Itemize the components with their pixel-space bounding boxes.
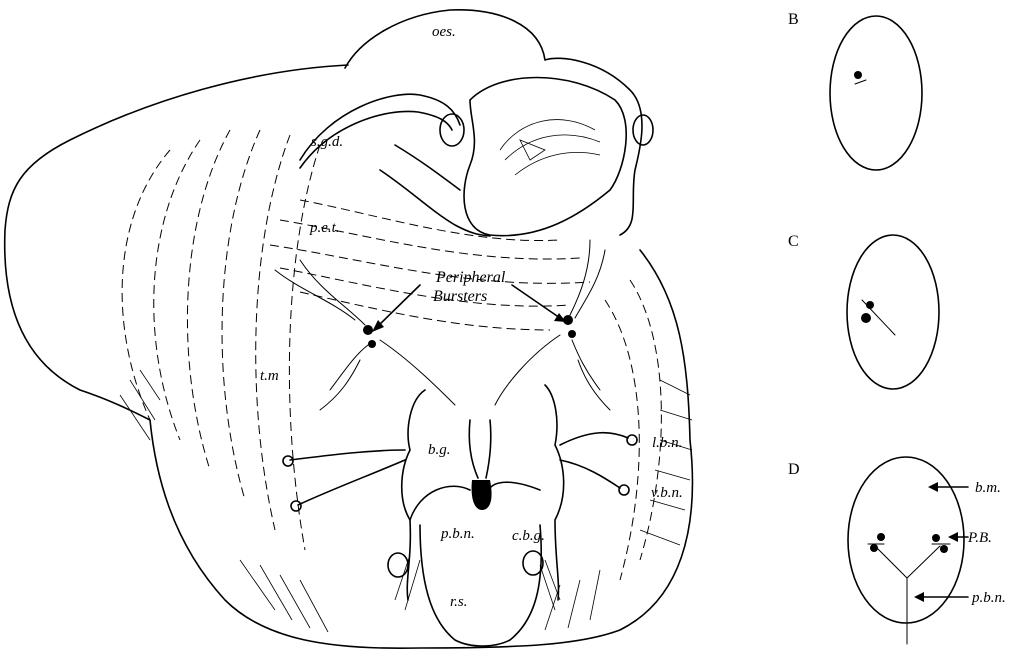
panel-d-label-bm: b.m. bbox=[975, 480, 1001, 496]
right-knob bbox=[633, 115, 653, 145]
label-oes: oes. bbox=[432, 24, 456, 40]
label-pet: p.e.t. bbox=[309, 220, 340, 236]
panel-b-burster bbox=[854, 71, 862, 79]
panel-d-letter: D bbox=[788, 461, 800, 478]
label-bursters-word: Bursters bbox=[433, 288, 487, 305]
panel-c: C bbox=[788, 233, 939, 389]
panel-c-ellipse bbox=[847, 235, 939, 389]
panel-d-label-pbn: p.b.n. bbox=[971, 590, 1006, 606]
label-peripheral-word: Peripheral bbox=[435, 269, 506, 286]
label-tm: t.m bbox=[260, 368, 279, 384]
panel-b-ellipse bbox=[830, 16, 922, 170]
lateral-buccal-nerve bbox=[560, 433, 628, 445]
oesophagus-outline bbox=[345, 10, 642, 235]
oesophagus-opening bbox=[464, 78, 626, 236]
salivary-gland-duct bbox=[300, 94, 460, 168]
panel-d-label-pb: P.B. bbox=[967, 530, 992, 546]
panel-b-letter: B bbox=[788, 11, 799, 28]
ventral-buccal-nerve bbox=[560, 460, 620, 488]
panel-d-ellipse bbox=[848, 457, 964, 623]
label-lbn: l.b.n. bbox=[652, 435, 682, 451]
posterior-buccal-nerve-loop bbox=[472, 480, 492, 510]
buccal-mass-drawing bbox=[5, 10, 693, 648]
panel-c-burster-bottom bbox=[861, 313, 871, 323]
radular-sac bbox=[410, 482, 541, 646]
label-cbg: c.b.g. bbox=[512, 528, 545, 544]
label-bg: b.g. bbox=[428, 442, 451, 458]
right-peripheral-burster bbox=[563, 315, 573, 325]
label-pbn: p.b.n. bbox=[440, 526, 475, 542]
panel-c-letter: C bbox=[788, 233, 799, 250]
panel-d-burster-right bbox=[932, 534, 940, 542]
buccal-mass-outline bbox=[5, 65, 693, 648]
panel-d: D b.m. P.B. p.b.n. bbox=[788, 457, 1006, 644]
panel-b: B bbox=[788, 11, 922, 170]
label-peripheral-bursters: Peripheral Bursters bbox=[433, 269, 509, 305]
left-peripheral-burster bbox=[363, 325, 373, 335]
label-rs: r.s. bbox=[450, 594, 468, 610]
panel-d-burster-left bbox=[877, 533, 885, 541]
label-sgd: s.g.d. bbox=[311, 134, 343, 150]
label-vbn: v.b.n. bbox=[651, 485, 683, 501]
